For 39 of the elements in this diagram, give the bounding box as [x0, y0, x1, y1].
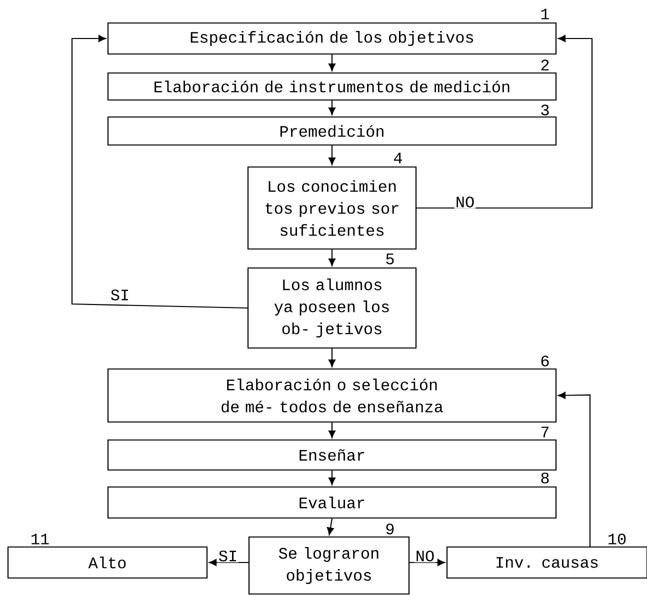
step-number: 9 [386, 524, 394, 534]
arrow [328, 54, 336, 72]
arrow [328, 250, 336, 266]
arrow [410, 559, 446, 566]
decision-box: Se lograron objetivos [248, 536, 410, 595]
process-box: Elaboración de instrumentos de medición [107, 72, 557, 101]
step-number: 1 [541, 8, 550, 20]
edge-label: NO [414, 550, 436, 562]
step-number: 11 [32, 534, 49, 544]
process-box: Alto [7, 546, 208, 579]
step-number: 10 [608, 534, 626, 544]
step-number: 2 [541, 60, 549, 70]
process-box: Evaluar [107, 486, 557, 519]
arrow [328, 100, 336, 116]
step-number: 4 [394, 152, 402, 164]
decision-box: Los alumnos ya poseen los ob- jetivos [247, 267, 417, 349]
edge-label: NO [454, 196, 476, 208]
arrow [328, 470, 336, 486]
arrow [208, 559, 248, 566]
arrow [71, 35, 248, 309]
arrow [326, 518, 334, 536]
step-number: 6 [541, 356, 549, 366]
process-box: Especificación de los objetivos [107, 22, 557, 55]
process-box: Premedición [107, 116, 557, 146]
arrow [416, 35, 593, 209]
arrow [328, 422, 336, 438]
arrow [328, 348, 336, 368]
edge-label: SI [109, 288, 131, 302]
step-number: 5 [386, 254, 394, 264]
process-box: Inv. causas [446, 546, 647, 579]
process-box: Enseñar [107, 439, 557, 471]
step-number: 8 [541, 472, 549, 484]
arrow [558, 392, 591, 547]
step-number: 3 [541, 104, 549, 116]
decision-box: Los conocimien tos previos sor suficientes [247, 166, 417, 250]
arrow [328, 146, 336, 166]
step-number: 7 [541, 426, 549, 438]
edge-label: SI [217, 550, 239, 562]
process-box: Elaboración o selección de mé- todos de enseñanza [107, 368, 557, 423]
